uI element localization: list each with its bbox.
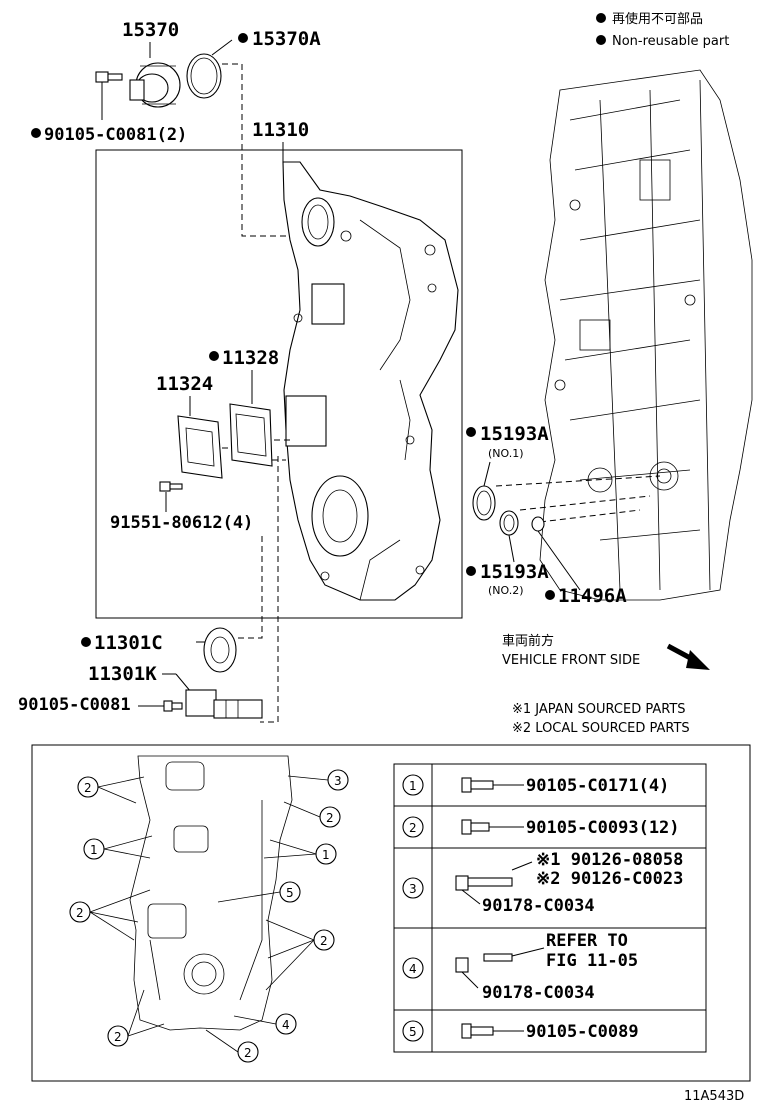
label-15193A-no2[interactable]: 15193A (480, 561, 549, 583)
sensor-bolt-part (163, 700, 183, 712)
svg-text:5: 5 (286, 886, 294, 900)
bolt-part (95, 71, 123, 83)
bolt-icon (461, 819, 490, 835)
svg-text:2: 2 (320, 934, 328, 948)
non-reusable-dot-icon (31, 128, 41, 138)
small-bolt-part (159, 481, 183, 492)
svg-text:1: 1 (322, 848, 330, 862)
non-reusable-dot-icon (466, 566, 476, 576)
label-no1: (NO.1) (488, 447, 524, 460)
svg-text:1: 1 (90, 843, 98, 857)
cover-plate-part (177, 415, 223, 479)
front-arrow-icon (666, 643, 710, 670)
label-no2: (NO.2) (488, 584, 524, 597)
table-row-3-local2[interactable]: ※2 90126-C0023 (536, 869, 683, 889)
sensor-part (185, 689, 263, 719)
label-90105-C0081-2[interactable]: 90105-C0081(2) (44, 125, 187, 145)
table-row-2-no: 2 (409, 821, 417, 835)
table-row-1-part[interactable]: 90105-C0171(4) (526, 776, 669, 796)
note-japan: ※1 JAPAN SOURCED PARTS (512, 702, 686, 717)
timing-cover-part (282, 161, 459, 601)
label-11301C[interactable]: 11301C (94, 632, 163, 654)
svg-text:2: 2 (244, 1046, 252, 1060)
vehicle-front-en: VEHICLE FRONT SIDE (502, 653, 640, 668)
timing-cover-frame (95, 149, 463, 619)
cover-outline-small (129, 755, 293, 1031)
non-reusable-dot-icon (238, 33, 248, 43)
table-row-5-no: 5 (409, 1025, 417, 1039)
table-row-3-nut[interactable]: 90178-C0034 (482, 896, 595, 916)
label-15370[interactable]: 15370 (122, 19, 179, 41)
svg-text:3: 3 (334, 774, 342, 788)
non-reusable-dot-icon (545, 590, 555, 600)
bolt-table (393, 763, 707, 1053)
svg-text:2: 2 (114, 1030, 122, 1044)
label-11324[interactable]: 11324 (156, 373, 213, 395)
svg-text:4: 4 (282, 1018, 290, 1032)
bolt-icon (461, 777, 494, 793)
figure-id: 11A543D (684, 1089, 744, 1104)
stud-bolt-icon (455, 875, 513, 891)
label-11328[interactable]: 11328 (222, 347, 279, 369)
svg-text:2: 2 (326, 811, 334, 825)
gasket-part (229, 403, 273, 467)
svg-text:2: 2 (84, 781, 92, 795)
table-row-3-no: 3 (409, 882, 417, 896)
svg-text:2: 2 (76, 906, 84, 920)
table-row-4-nut[interactable]: 90178-C0034 (482, 983, 595, 1003)
callout-group: 2 3 2 1 1 5 2 2 4 2 2 (69, 769, 349, 1063)
o-ring-11496A-part (531, 516, 545, 532)
table-row-2-part[interactable]: 90105-C0093(12) (526, 818, 680, 838)
stud-bolt-icon (455, 953, 513, 973)
table-row-4-refer: REFER TO (546, 931, 628, 951)
o-ring-part (186, 53, 222, 99)
table-row-5-part[interactable]: 90105-C0089 (526, 1022, 639, 1042)
bolt-location-panel (31, 744, 751, 1082)
legend-jp: 再使用不可部品 (612, 11, 703, 27)
table-row-3-local1[interactable]: ※1 90126-08058 (536, 850, 683, 870)
non-reusable-dot-icon (209, 351, 219, 361)
bolt-icon (461, 1023, 494, 1039)
engine-block-part (539, 69, 753, 601)
non-reusable-dot-icon (466, 427, 476, 437)
label-11310[interactable]: 11310 (252, 119, 309, 141)
label-91551-80612-4[interactable]: 91551-80612(4) (110, 513, 253, 533)
label-11496A[interactable]: 11496A (558, 585, 627, 607)
label-90105-C0081[interactable]: 90105-C0081 (18, 695, 131, 715)
label-15370A[interactable]: 15370A (252, 28, 321, 50)
vehicle-front-jp: 車両前方 (502, 633, 554, 649)
legend-en: Non-reusable part (612, 34, 729, 49)
label-15193A-no1[interactable]: 15193A (480, 423, 549, 445)
table-row-4-no: 4 (409, 962, 417, 976)
pump-part (129, 62, 181, 108)
table-row-4-fig[interactable]: FIG 11-05 (546, 951, 638, 971)
non-reusable-dot-icon (596, 13, 606, 23)
table-row-1-no: 1 (409, 779, 417, 793)
non-reusable-dot-icon (81, 637, 91, 647)
note-local: ※2 LOCAL SOURCED PARTS (512, 721, 690, 736)
oil-seal-part (203, 627, 237, 673)
label-11301K[interactable]: 11301K (88, 663, 157, 685)
non-reusable-dot-icon (596, 35, 606, 45)
o-ring-no1-part (472, 485, 496, 521)
